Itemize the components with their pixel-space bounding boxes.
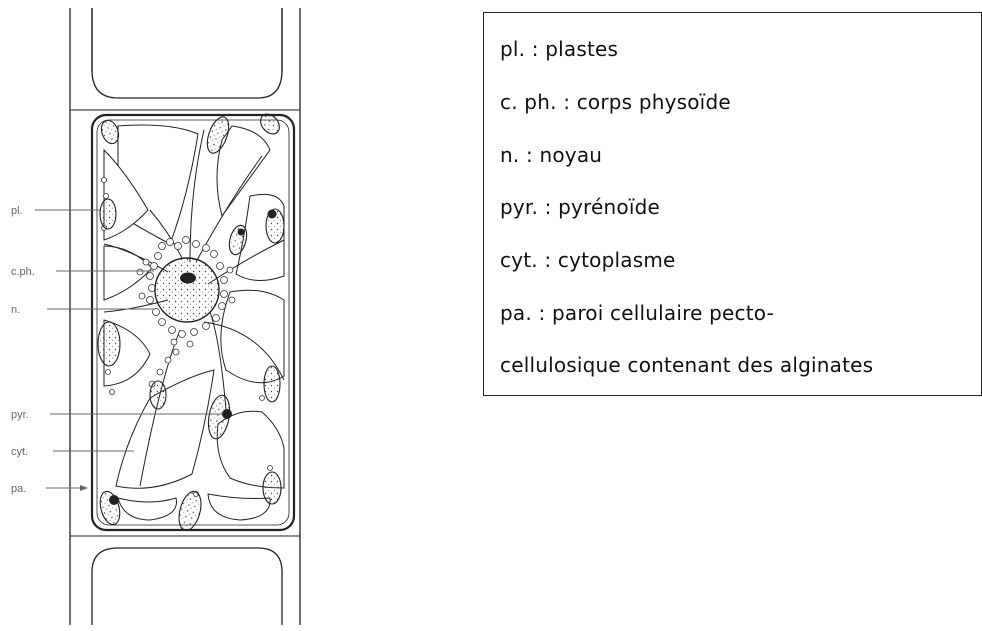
label-pl: pl.	[11, 205, 23, 217]
label-pa: pa.	[11, 483, 26, 495]
label-leaders	[35, 209, 222, 489]
pyrenoids	[109, 209, 277, 505]
nucleus	[154, 257, 220, 323]
legend-line-pa-cont: cellulosique contenant des alginates	[500, 353, 874, 377]
legend-line-cph: c. ph. : corps physoïde	[500, 90, 731, 114]
label-cyt: cyt.	[11, 446, 28, 458]
legend-box: pl. : plastes c. ph. : corps physoïde n.…	[483, 12, 982, 396]
nucleolus	[180, 272, 196, 284]
vacuoles	[103, 124, 285, 521]
pa-arrow-head	[80, 485, 88, 491]
legend-line-cyt: cyt. : cytoplasme	[500, 248, 676, 272]
lower-cell-wall	[91, 547, 283, 625]
cell-wall	[90, 113, 296, 532]
legend-line-pl: pl. : plastes	[500, 37, 619, 61]
legend-line-pa: pa. : paroi cellulaire pecto-	[500, 301, 775, 325]
legend-line-n: n. : noyau	[500, 143, 603, 167]
legend-line-pyr: pyr. : pyrénoïde	[500, 195, 661, 219]
label-pyr: pyr.	[11, 409, 29, 421]
label-cph: c.ph.	[11, 266, 35, 278]
upper-cell-wall	[91, 8, 283, 99]
plastids	[97, 113, 285, 532]
label-n: n.	[11, 304, 20, 316]
